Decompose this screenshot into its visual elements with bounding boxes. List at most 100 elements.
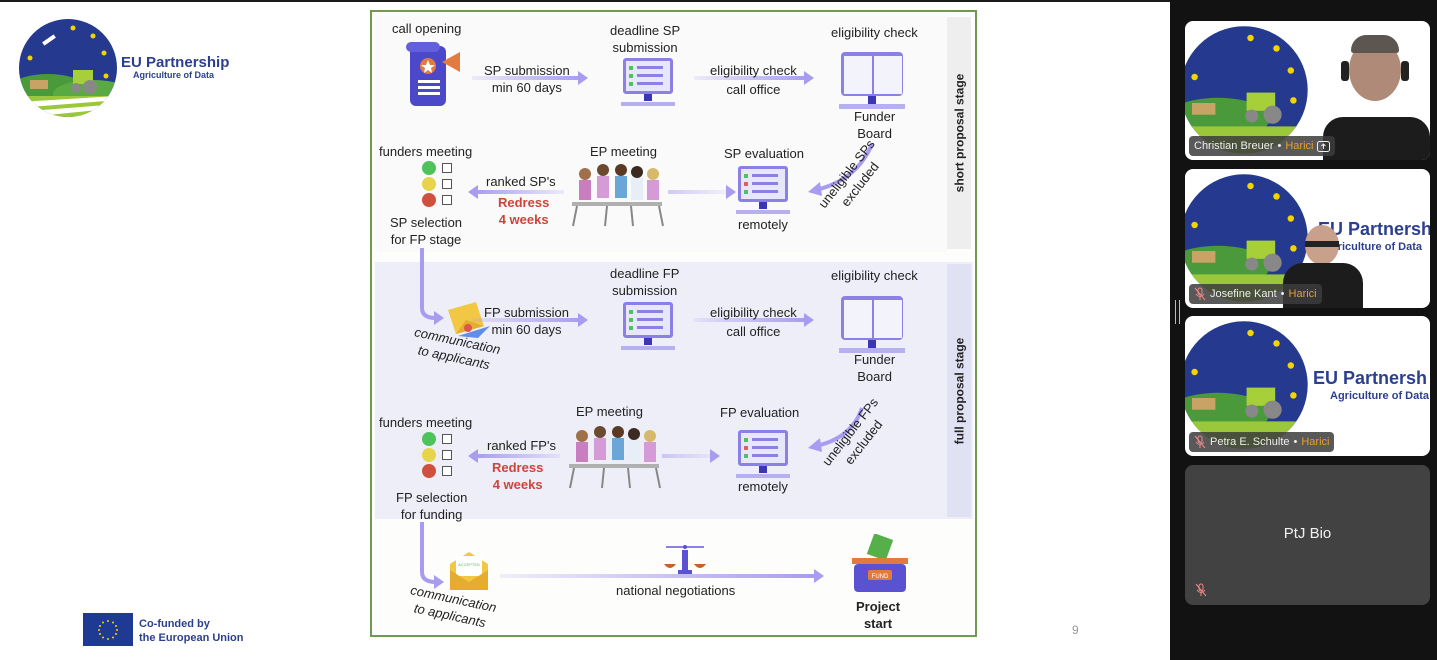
participant-video — [1323, 35, 1430, 160]
eu-partnership-logo — [19, 19, 117, 117]
checkbox-icon — [442, 179, 452, 189]
page-number: 9 — [1072, 623, 1079, 637]
process-diagram: short proposal stage full proposal stage… — [370, 10, 977, 637]
excluded-arrow — [808, 143, 874, 196]
short-stage-label: short proposal stage — [947, 17, 971, 249]
background-logo-image — [1185, 321, 1308, 449]
cofunded-line1: Co-funded by — [139, 618, 210, 630]
neutral-face-icon — [422, 448, 436, 462]
happy-face-icon — [422, 161, 436, 175]
participants-panel: Christian Breuer • Harici EU Partnersh A… — [1170, 0, 1437, 660]
submission-monitor-icon — [621, 58, 675, 110]
mic-off-icon — [1194, 435, 1206, 449]
envelope-notification-icon — [448, 302, 490, 338]
fp-evaluation-label: FP evaluation — [720, 405, 800, 420]
meeting-people-icon — [572, 164, 664, 227]
background-title-text: EU Partnersh — [1313, 368, 1428, 388]
eligibility-check-title: eligibility check — [831, 25, 918, 40]
balance-scale-icon — [664, 545, 706, 574]
cofunded-text: Co-funded by the European Union — [139, 617, 244, 645]
background-subtitle-text: Agriculture of Data — [1323, 241, 1423, 253]
remotely-label: remotely — [738, 217, 788, 232]
arrow-to-final-communication — [420, 522, 444, 589]
background-title-text: EU Partnersh — [1318, 219, 1430, 239]
accepted-envelope-icon: ACCEPTED — [450, 552, 488, 590]
arrow-national-negotiations — [500, 569, 824, 583]
checkbox-icon — [442, 466, 452, 476]
eu-flag-icon — [83, 613, 133, 646]
participant-tile-josefine-kant[interactable]: EU Partnersh Agriculture of Data Josefin… — [1185, 169, 1430, 308]
remotely-fp-label: remotely — [738, 479, 788, 494]
sad-face-icon — [422, 193, 436, 207]
national-negotiations-label: national negotiations — [616, 583, 736, 598]
fund-box-icon: FUND — [852, 534, 908, 592]
announcement-scroll-icon — [406, 42, 460, 106]
participant-tile-ptj-bio[interactable]: PtJ Bio — [1185, 465, 1430, 605]
participant-nametag: Josefine Kant • Harici — [1189, 284, 1322, 304]
participant-nametag: Christian Breuer • Harici — [1189, 136, 1336, 156]
participant-name: Josefine Kant — [1210, 288, 1277, 300]
sad-face-icon — [422, 464, 436, 478]
checkbox-checked-icon — [442, 163, 452, 173]
arrow-eligibility-check — [694, 71, 814, 85]
logo-title: EU Partnership — [121, 54, 230, 71]
neutral-face-icon — [422, 177, 436, 191]
funders-meeting-fp-label: funders meeting — [379, 415, 473, 430]
panel-resize-handle[interactable] — [1175, 300, 1180, 324]
background-subtitle-text: Agriculture of Data — [1330, 390, 1430, 402]
mic-off-icon — [1195, 583, 1207, 597]
checkbox-checked-icon — [442, 434, 452, 444]
participant-nametag: Petra E. Schulte • Harici — [1189, 432, 1335, 452]
svg-text:FUND: FUND — [872, 574, 889, 580]
checkbox-icon — [442, 450, 452, 460]
ep-meeting-label: EP meeting — [590, 144, 657, 159]
participant-tile-christian-breuer[interactable]: Christian Breuer • Harici — [1185, 21, 1430, 160]
call-opening-label: call opening — [392, 21, 462, 36]
presentation-slide: EU Partnership Agriculture of Data Co-fu… — [0, 0, 1170, 660]
checkbox-icon — [442, 195, 452, 205]
participant-tile-petra-schulte[interactable]: EU Partnersh Agriculture of Data Petra E… — [1185, 316, 1430, 456]
arrow-fp-submission — [472, 313, 588, 327]
funder-board-icon — [837, 52, 907, 114]
svg-text:ACCEPTED: ACCEPTED — [458, 562, 480, 567]
arrow-to-fp-communication — [420, 248, 444, 325]
arrow-to-ep-meeting — [668, 185, 736, 199]
eligibility-check-fp-title: eligibility check — [831, 268, 918, 283]
participant-org: Harici — [1288, 288, 1317, 300]
meeting-people-icon — [569, 426, 661, 489]
ep-meeting-fp-label: EP meeting — [576, 404, 643, 419]
participant-org: Harici — [1285, 140, 1314, 152]
full-stage-label: full proposal stage — [947, 264, 971, 517]
participant-name: PtJ Bio — [1283, 525, 1332, 542]
ranked-sp-label: ranked SP's — [486, 174, 556, 189]
arrow-to-ep-meeting-fp — [662, 449, 720, 463]
evaluation-monitor-icon — [736, 166, 790, 218]
participant-name: Petra E. Schulte — [1210, 436, 1290, 448]
participant-org: Harici — [1301, 436, 1330, 448]
sp-evaluation-label: SP evaluation — [724, 146, 804, 161]
arrow-sp-submission — [472, 71, 588, 85]
logo-subtitle: Agriculture of Data — [133, 70, 215, 80]
screen-share-icon — [1317, 140, 1331, 152]
arrow-ranked-sp — [468, 185, 564, 199]
excluded-fp-arrow — [808, 407, 864, 452]
funder-board-icon — [837, 296, 907, 358]
ranked-fp-label: ranked FP's — [487, 438, 556, 453]
submission-monitor-icon — [621, 302, 675, 354]
arrow-ranked-fp — [468, 449, 560, 463]
funders-meeting-sp-label: funders meeting — [379, 144, 473, 159]
evaluation-monitor-icon — [736, 430, 790, 482]
mic-off-icon — [1194, 287, 1206, 301]
